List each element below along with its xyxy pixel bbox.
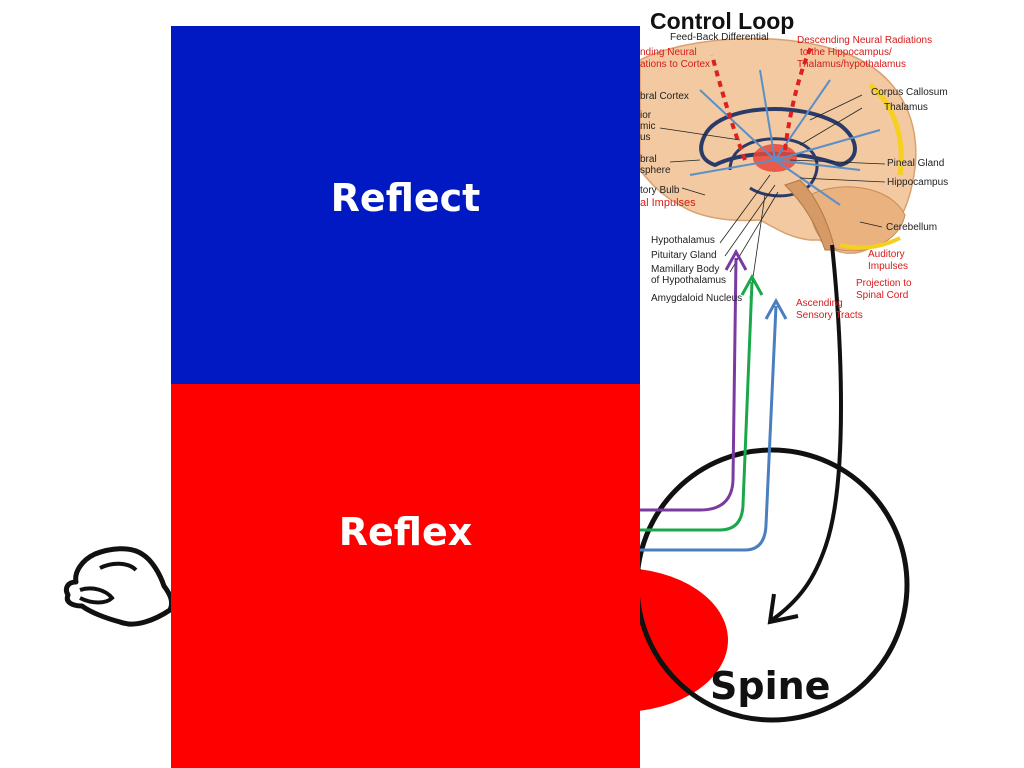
cerebral-cortex-label: bral Cortex (640, 91, 689, 102)
amygdaloid-nucleus-label: Amygdaloid Nucleus (651, 293, 743, 304)
hand-shape (63, 546, 175, 627)
corpus-callosum-label: Corpus Callosum (871, 87, 948, 98)
control-loop-title: Control Loop (650, 8, 795, 34)
cerebellum-shape (809, 186, 906, 252)
green-arrowhead (740, 273, 764, 296)
ascending-sensory-label-1: Ascending (796, 298, 843, 309)
blue-afferent-arrow (640, 305, 778, 552)
hypothalamus-label: Hypothalamus (651, 235, 715, 246)
limbic-ring-shape (728, 137, 819, 198)
descending-radiations-label-2: to the Hippocampus/ (800, 47, 892, 58)
anterior-thalamic-label-3: us (640, 132, 651, 143)
blue-arrowhead (764, 297, 788, 320)
sensory-edge-shape (868, 83, 904, 176)
hand-illustration (63, 546, 175, 627)
hand-knuckle-shape (99, 561, 138, 572)
ascending-radiations-label-2: ations to Cortex (640, 59, 711, 70)
mamillary-body-label-2: of Hypothalamus (651, 275, 727, 286)
spine-label: Spine (710, 664, 831, 708)
reflect-label: Reflect (330, 176, 481, 220)
descending-radiations-label-1: Descending Neural Radiations (797, 35, 933, 46)
thalamus-label: Thalamus (884, 102, 928, 113)
radiation-arrows (689, 69, 881, 206)
auditory-edge-shape (839, 236, 901, 250)
spinal-projection-label-2: Spinal Cord (856, 290, 909, 301)
pineal-gland-label: Pineal Gland (887, 158, 945, 169)
reflex-box: Reflex (171, 384, 640, 768)
cerebellum-label: Cerebellum (886, 222, 938, 233)
descending-radiations-label-3: Thalamus/hypothalamus (797, 59, 906, 70)
hand-finger-shape (79, 586, 115, 605)
auditory-impulses-label-2: Impulses (868, 261, 909, 272)
reflex-label: Reflex (338, 510, 473, 554)
anterior-thalamic-label-2: mic (640, 121, 656, 132)
cerebral-hemisphere-label-1: bral (640, 154, 657, 165)
pituitary-gland-label: Pituitary Gland (651, 250, 717, 261)
corpus-callosum-shape (699, 107, 857, 168)
purple-arrowhead (724, 248, 748, 271)
green-afferent-arrow (640, 281, 754, 532)
spinal-projection-label-1: Projection to (856, 278, 912, 289)
ascending-sensory-label-2: Sensory Tracts (796, 310, 863, 321)
descending-red-arrow-2 (783, 44, 814, 151)
black-efferent-arrow (770, 244, 843, 622)
brainstem-shape (784, 179, 836, 251)
purple-afferent-arrow (640, 257, 738, 512)
feedback-differential-label: Feed-Back Differential (670, 32, 769, 43)
hippocampus-label: Hippocampus (887, 177, 949, 188)
auditory-impulses-label-1: Auditory (868, 249, 905, 260)
black-arrowhead (767, 593, 799, 625)
anterior-thalamic-label-1: ior (640, 110, 652, 121)
mamillary-body-label-1: Mamillary Body (651, 264, 720, 275)
cerebral-hemisphere-label-2: sphere (640, 165, 671, 176)
olfactory-bulb-label: tory Bulb (640, 185, 680, 196)
descending-red-arrow-1 (710, 54, 747, 161)
reflect-box: Reflect (171, 26, 640, 384)
olfactory-impulses-label: al Impulses (640, 197, 696, 209)
ascending-radiations-label-1: nding Neural (640, 47, 697, 58)
